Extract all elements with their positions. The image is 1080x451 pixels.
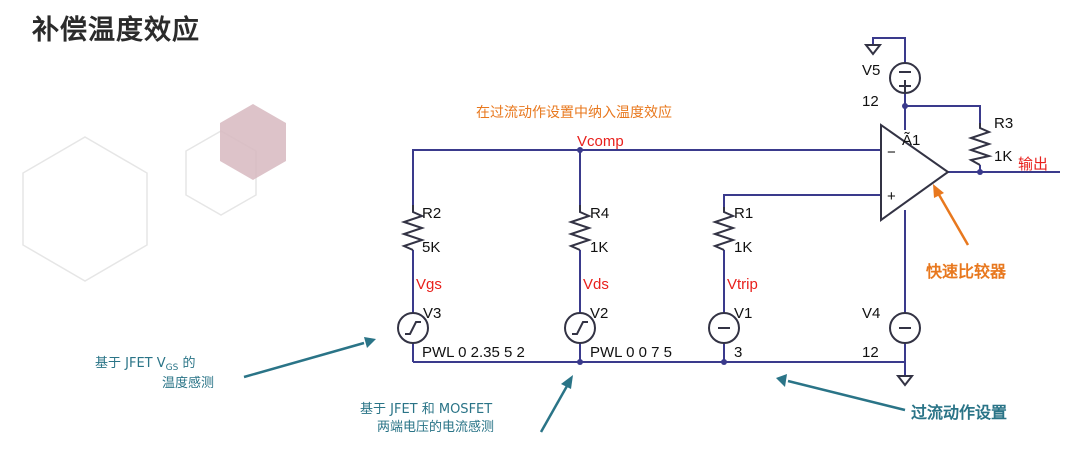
page-title: 补偿温度效应 xyxy=(32,15,200,46)
vgs-sense-line2: 温度感测 xyxy=(162,375,214,391)
v2-value: PWL 0 0 7 5 xyxy=(590,344,672,361)
v5-value: 12 xyxy=(862,93,879,110)
node-label-vcomp: Vcomp xyxy=(577,133,624,150)
mosfet-sense-line1: 基于 JFET 和 MOSFET xyxy=(360,402,492,417)
trip-setting-arrow xyxy=(787,379,906,412)
junction-dot xyxy=(577,147,583,153)
v3-value: PWL 0 2.35 5 2 xyxy=(422,344,525,361)
comparator-opamp-a1 xyxy=(880,123,950,222)
v1-value: 3 xyxy=(734,344,742,361)
ground-symbol xyxy=(863,44,883,56)
hexagon-small-filled xyxy=(220,104,286,180)
v2-name: V2 xyxy=(590,305,608,322)
opamp-minus-pin: − xyxy=(887,144,896,161)
r1-value: 1K xyxy=(734,239,752,256)
vgs-sense-line1: 基于 JFET VGS 的 xyxy=(95,355,195,373)
v4-value: 12 xyxy=(862,344,879,361)
comparator-arrow xyxy=(936,192,970,246)
node-label-vgs: Vgs xyxy=(416,276,442,293)
decorative-hexagons xyxy=(22,104,286,282)
r3-value: 1K xyxy=(994,148,1012,165)
r4-value: 1K xyxy=(590,239,608,256)
junction-dot xyxy=(902,103,908,109)
dc-source-v5 xyxy=(889,62,921,94)
mosfet-sense-arrowhead xyxy=(561,375,573,389)
v5-name: V5 xyxy=(862,62,880,79)
resistor-r1 xyxy=(711,207,737,251)
comparator-label: 快速比较器 xyxy=(926,262,1007,281)
vgs-sense-arrow xyxy=(243,341,365,379)
a1-name: Ã1 xyxy=(902,132,920,149)
vcomp-wire xyxy=(412,149,881,205)
v5-top-wire xyxy=(872,37,906,63)
v1-name: V1 xyxy=(734,305,752,322)
node-label-output: 输出 xyxy=(1018,156,1048,173)
r3-name: R3 xyxy=(994,115,1013,132)
v4-name: V4 xyxy=(862,305,880,322)
node-label-vds: Vds xyxy=(583,276,609,293)
dc-source-v4 xyxy=(889,312,921,344)
resistor-r3 xyxy=(967,123,993,166)
resistor-r2 xyxy=(400,205,426,251)
mosfet-sense-arrow xyxy=(539,385,569,433)
mosfet-sense-line2: 两端电压的电流感测 xyxy=(377,419,494,435)
v3-name: V3 xyxy=(423,305,441,322)
r2-value: 5K xyxy=(422,239,440,256)
vtrip-wire xyxy=(723,194,881,207)
r3-top-wire xyxy=(905,105,981,123)
wires xyxy=(412,37,1060,376)
vgs-sense-arrowhead xyxy=(364,337,376,348)
junction-dot xyxy=(977,169,983,175)
opamp-plus-pin: + xyxy=(887,188,896,205)
junctions xyxy=(577,103,983,365)
ground-symbol xyxy=(895,375,915,387)
junction-dot xyxy=(577,359,583,365)
pwl-source-v3 xyxy=(397,312,429,344)
hexagon-large xyxy=(22,136,148,282)
node-label-vtrip: Vtrip xyxy=(727,276,758,293)
r2-name: R2 xyxy=(422,205,441,222)
resistor-r4 xyxy=(567,205,593,251)
dc-source-v1 xyxy=(708,312,740,344)
pwl-source-v2 xyxy=(564,312,596,344)
top-note: 在过流动作设置中纳入温度效应 xyxy=(476,104,672,121)
comparator-arrowhead xyxy=(933,184,944,198)
trip-setting-label: 过流动作设置 xyxy=(911,403,1007,422)
junction-dot xyxy=(721,359,727,365)
r4-name: R4 xyxy=(590,205,609,222)
r1-name: R1 xyxy=(734,205,753,222)
trip-setting-arrowhead xyxy=(776,374,787,387)
